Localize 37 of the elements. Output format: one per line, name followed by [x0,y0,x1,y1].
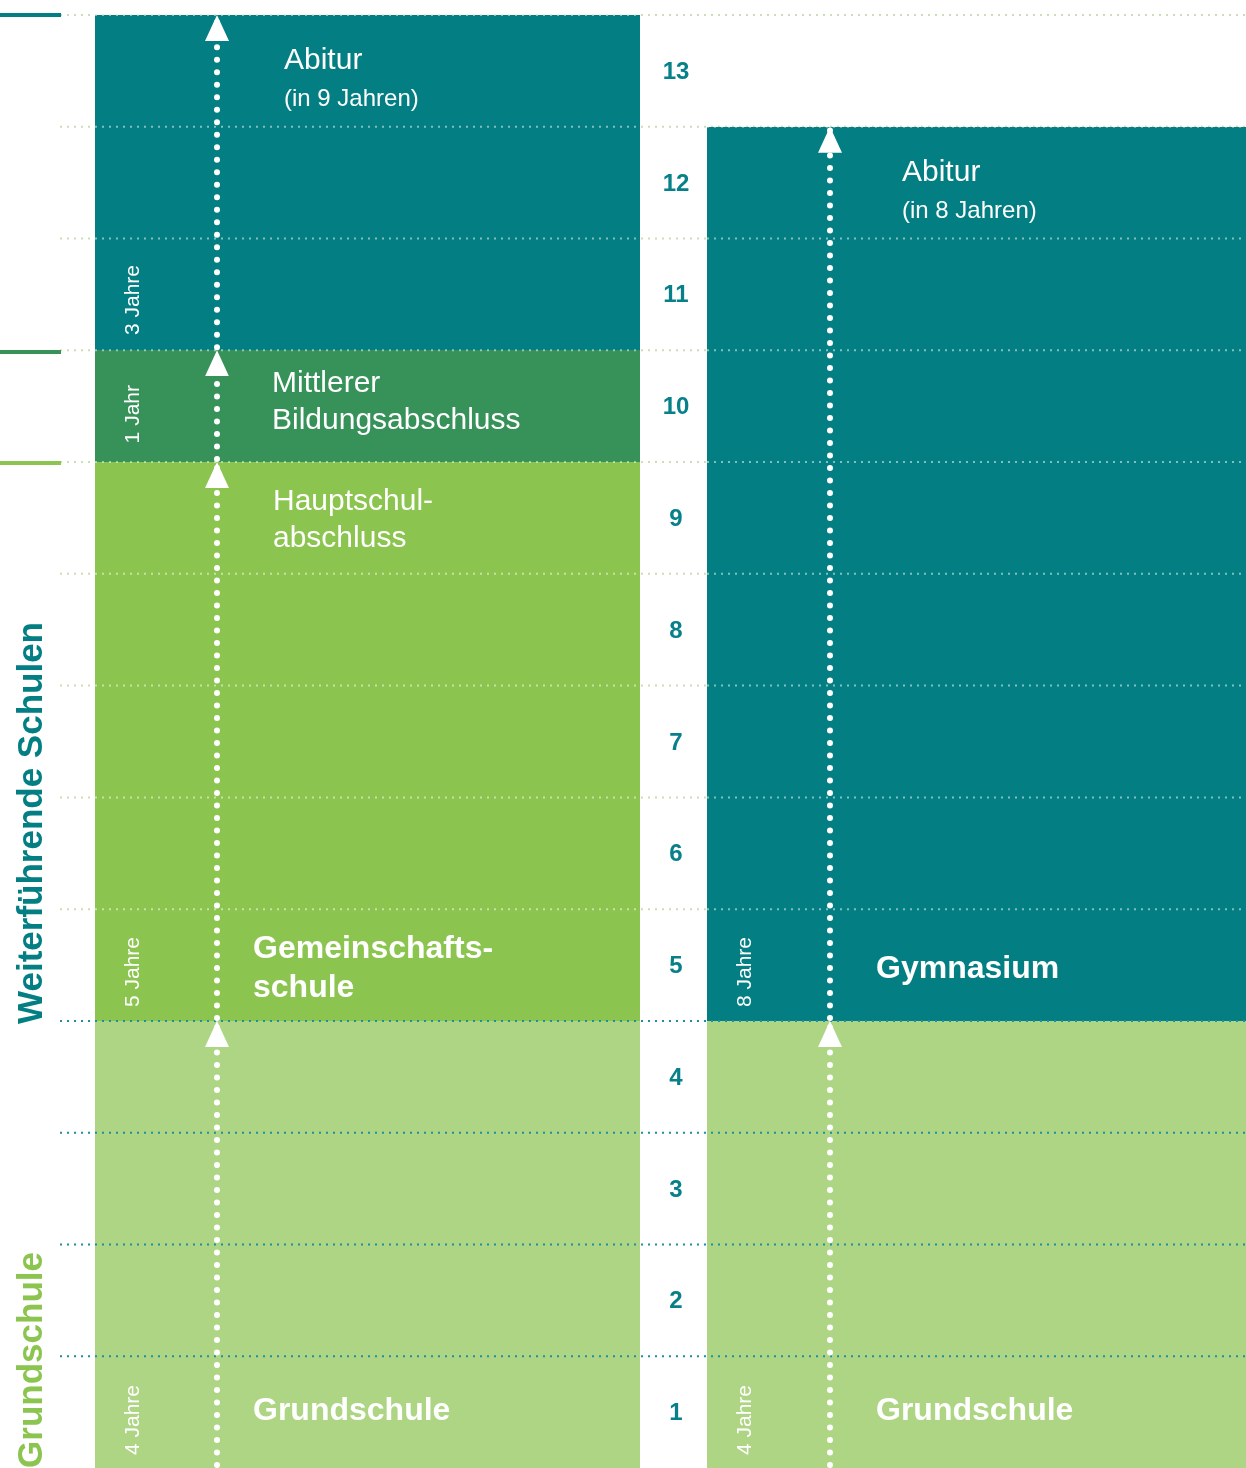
duration-label: 4 Jahre [120,1384,144,1455]
school-stage-block [95,350,640,463]
section-label: Grundschule [10,1252,50,1468]
duration-label: 8 Jahre [732,936,756,1007]
qualification-label: (in 8 Jahren) [902,194,1038,225]
duration-label: 3 Jahre [120,264,144,335]
grade-number: 3 [668,1174,684,1203]
school-stage-block [707,1020,1246,1468]
school-type-label: Gemeinschafts- schule [253,928,495,1006]
qualification-label: (in 9 Jahren) [284,83,420,113]
duration-label: 4 Jahre [732,1384,756,1455]
qualification-label: Hauptschul- abschluss [273,482,435,555]
grade-number: 12 [661,168,691,197]
grade-number: 7 [668,727,684,756]
school-type-label: Grundschule [876,1390,1075,1429]
grade-number: 1 [668,1398,684,1427]
grade-number: 9 [668,503,684,532]
school-stage-block [707,126,1246,1021]
school-stage-block [95,15,640,351]
grade-number: 10 [661,392,691,421]
school-type-label: Gymnasium [876,948,1061,987]
section-label: Weiterführende Schulen [10,622,50,1024]
grade-number: 2 [668,1286,684,1315]
duration-label: 1 Jahr [120,384,144,443]
school-stage-block [95,1020,640,1468]
grade-number: 13 [661,56,691,85]
duration-label: 5 Jahre [120,936,144,1007]
qualification-label: Mittlerer Bildungsabschluss [272,364,522,437]
qualification-label: Abitur [284,41,364,77]
school-type-label: Grundschule [253,1390,452,1429]
qualification-label: Abitur [902,152,982,189]
grade-number: 4 [668,1062,684,1091]
grade-number: 5 [668,951,684,980]
grade-number: 11 [662,280,690,309]
school-stage-block [95,462,640,1021]
grade-number: 8 [668,615,684,644]
grade-number: 6 [668,839,684,868]
